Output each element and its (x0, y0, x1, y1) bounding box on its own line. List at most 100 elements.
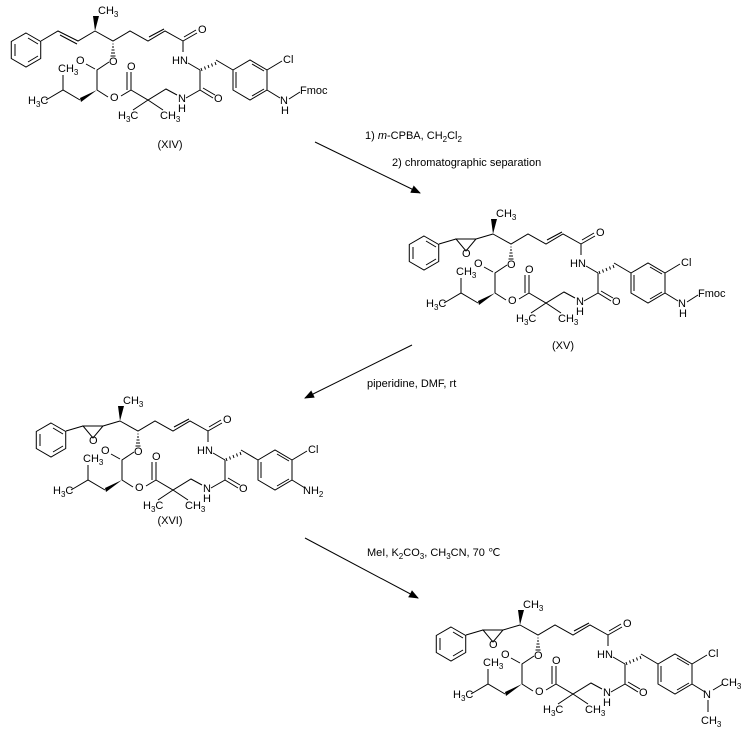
bond (521, 683, 534, 692)
ester-carbonyl-oxygen: O (76, 55, 85, 67)
bond (229, 456, 231, 460)
gem-methyl-label: H3​C (143, 500, 163, 514)
bond (210, 460, 226, 489)
bond (199, 89, 214, 99)
ester-oxygen: O (507, 259, 516, 271)
methyl-label: CH3​ (496, 208, 517, 222)
reagent-text: MeI, K2​CO3​, CH3​CN, 70 ℃ (367, 547, 500, 561)
bond (465, 629, 484, 636)
bond (70, 479, 106, 491)
bond (686, 294, 699, 303)
bond (251, 63, 265, 72)
chloro-label: Cl (283, 54, 293, 66)
bond (185, 70, 201, 99)
amide-n: N (603, 687, 611, 699)
aniline-h: H (679, 308, 687, 320)
ester-carbonyl-oxygen: O (127, 61, 136, 73)
bond (266, 89, 281, 99)
aryl-ring (630, 262, 666, 304)
reagent-text: 2) chromatographic separation (392, 157, 541, 169)
bond (691, 683, 706, 693)
bond (425, 258, 437, 266)
bond (240, 449, 259, 461)
ester-oxygen: O (134, 446, 143, 458)
bond (130, 88, 178, 101)
gem-methyl-label: H3​C (516, 313, 536, 327)
amide-h: H (576, 306, 584, 318)
bond (580, 235, 596, 245)
bond (214, 61, 217, 66)
bond (266, 60, 283, 71)
reaction-arrow (314, 141, 421, 194)
bond (212, 452, 226, 461)
wedge-bond (105, 480, 122, 492)
bond (627, 681, 641, 690)
bond (96, 89, 109, 98)
ester-carbonyl-oxygen: O (101, 445, 110, 457)
bond (475, 233, 494, 240)
aniline-h: H (281, 105, 289, 117)
bond (121, 451, 135, 480)
bond (546, 231, 563, 241)
bond (581, 232, 595, 241)
bond (102, 420, 121, 427)
bond (612, 656, 626, 665)
amide-n: N (576, 296, 584, 308)
isobutyl-methyl-label: CH3​ (58, 63, 79, 77)
chloro-label: Cl (708, 648, 718, 660)
bond (173, 418, 190, 428)
bond (557, 693, 574, 705)
bond (528, 291, 576, 304)
bond (555, 682, 603, 695)
amide-oxygen: O (639, 687, 648, 699)
bond (585, 265, 599, 274)
compound-label: (XIV) (157, 139, 182, 151)
isobutyl-methyl-label: H3​C (453, 689, 473, 703)
amide-oxygen: O (214, 93, 223, 105)
bond (27, 37, 39, 45)
wedge-bond (505, 684, 522, 696)
carbonyl-oxygen: O (623, 618, 632, 630)
ester-oxygen: O (109, 56, 118, 68)
bond (251, 88, 265, 97)
bond (121, 479, 134, 488)
amide-n: N (178, 93, 186, 105)
ester-carbonyl-oxygen: O (552, 655, 561, 667)
bond (530, 302, 547, 314)
bond (545, 683, 557, 691)
epoxide-oxygen: O (462, 248, 471, 260)
amide-oxygen: O (239, 483, 248, 495)
amide-nh: HN (597, 649, 613, 661)
bond (649, 266, 663, 275)
aryl-ring (232, 59, 268, 101)
bond (452, 631, 464, 639)
chloro-label: Cl (681, 257, 691, 269)
bond (494, 292, 507, 301)
gem-methyl-label: CH3​ (185, 500, 206, 514)
bond (625, 661, 628, 666)
bond (96, 61, 110, 90)
isobutyl-methyl-label: H3​C (28, 95, 48, 109)
phenyl-ring (10, 32, 42, 68)
bond (276, 478, 290, 487)
aniline-n: N (678, 298, 686, 310)
ester-carbonyl-oxygen: O (501, 649, 510, 661)
wedge-bond (478, 293, 495, 305)
bond (215, 59, 234, 71)
bond (452, 649, 464, 657)
compound-xvi: OCH3​OOHNClNH2​ONHH3​CCH3​OOCH3​H3​CO(XV… (35, 395, 324, 527)
bond (438, 238, 457, 245)
bond (605, 267, 608, 272)
methyl-label: CH3​ (523, 599, 544, 613)
epoxide-ring (454, 238, 478, 252)
bond (236, 453, 238, 457)
gem-methyl-label: CH3​ (585, 704, 606, 718)
bond (227, 477, 241, 486)
bond (147, 99, 164, 111)
bond (425, 240, 437, 248)
bond (291, 450, 308, 461)
bond (483, 266, 494, 273)
epoxide-ring (481, 629, 505, 643)
bond (583, 273, 599, 302)
bond (132, 99, 149, 111)
